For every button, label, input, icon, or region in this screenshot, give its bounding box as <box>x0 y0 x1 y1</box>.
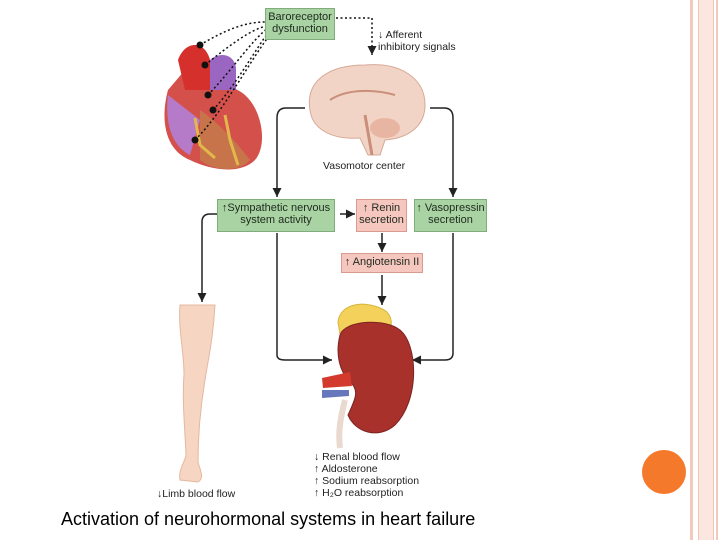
renin-line-1: ↑ Renin <box>362 202 401 214</box>
vasopressin-secretion-box: ↑ Vasopressin secretion <box>414 199 487 232</box>
angiotensin-ii-box: ↑ Angiotensin II <box>341 253 423 273</box>
frame-line-edge <box>716 0 718 540</box>
vasopressin-line-2: secretion <box>428 214 473 226</box>
baroreceptor-dysfunction-box: Baroreceptor dysfunction <box>265 8 335 40</box>
slide-caption: Activation of neurohormonal systems in h… <box>61 509 476 529</box>
sympathetic-line-1: ↑Sympathetic nervous <box>221 202 331 214</box>
renal-effects-list: ↓ Renal blood flow ↑ Aldosterone ↑ Sodiu… <box>314 451 419 499</box>
sympathetic-activity-box: ↑Sympathetic nervous system activity <box>217 199 335 232</box>
renal-effect-4: ↑ H₂O reabsorption <box>314 487 404 499</box>
renin-secretion-box: ↑ Renin secretion <box>356 199 407 232</box>
frame-line-inner <box>698 0 714 540</box>
vasopressin-line-1: ↑ Vasopressin <box>416 202 485 214</box>
baroreceptor-line-2: dysfunction <box>272 23 328 35</box>
angiotensin-text: ↑ Angiotensin II <box>344 256 420 268</box>
brain-illustration <box>308 64 426 156</box>
renal-effect-1: ↓ Renal blood flow <box>314 451 400 463</box>
orange-circle-decoration <box>642 450 686 494</box>
leg-illustration <box>179 304 216 483</box>
baroreceptor-dots <box>191 41 217 144</box>
kidney-illustration <box>322 303 415 449</box>
afferent-line-1: ↓ Afferent <box>378 29 423 41</box>
renin-line-2: secretion <box>359 214 404 226</box>
vasomotor-arrows <box>197 107 458 365</box>
afferent-line-2: inhibitory signals <box>378 41 456 53</box>
afferent-label: ↓ Afferent inhibitory signals <box>378 29 456 53</box>
renal-effect-3: ↑ Sodium reabsorption <box>314 475 420 487</box>
vasomotor-center-label: Vasomotor center <box>323 160 406 172</box>
renal-effect-2: ↑ Aldosterone <box>314 463 378 475</box>
frame-line-outer <box>690 0 693 540</box>
baroreceptor-line-1: Baroreceptor <box>268 11 332 23</box>
limb-blood-flow-label: ↓Limb blood flow <box>157 488 236 500</box>
sympathetic-line-2: system activity <box>240 214 312 226</box>
